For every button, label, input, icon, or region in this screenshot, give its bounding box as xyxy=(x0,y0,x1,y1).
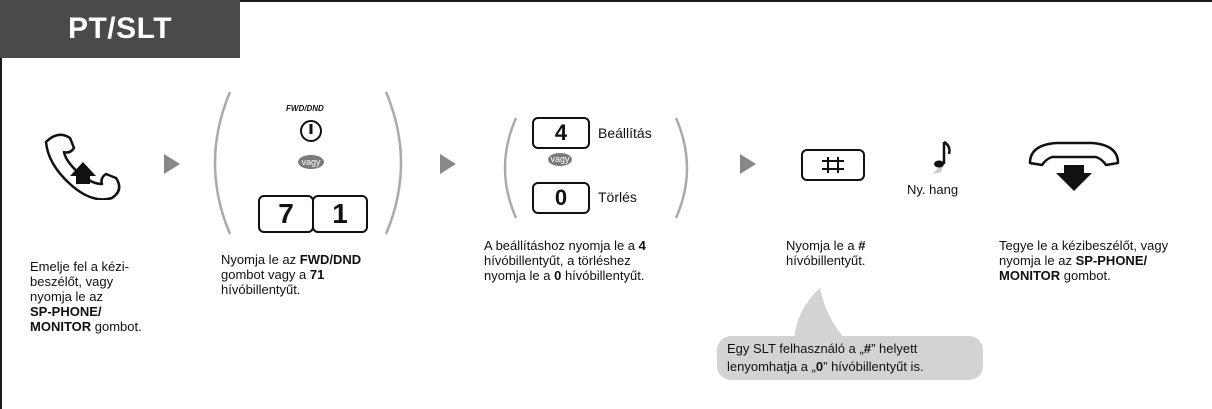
callout-bubble xyxy=(717,336,983,380)
off-hook-handset-icon xyxy=(44,133,121,200)
music-note-icon xyxy=(933,140,951,174)
header-tab: PT/SLT xyxy=(0,0,240,58)
clear-label: Törlés xyxy=(598,189,637,205)
dial-key-7: 7 xyxy=(258,195,314,233)
dial-key-1: 1 xyxy=(312,195,368,233)
arrow-right-icon xyxy=(740,154,756,174)
callout-note: Egy SLT felhasználó a „#” helyett lenyom… xyxy=(727,341,924,374)
caption-on-hook: Tegye le a kézibeszélőt, vagy nyomja le … xyxy=(999,238,1169,283)
caption-hash: Nyomja le a # hívóbillentyűt. xyxy=(786,238,866,268)
fwd-dnd-button-label: FWD/DND xyxy=(286,104,324,113)
frame-top-border xyxy=(0,0,1212,2)
caption-set-clear: A beállításhoz nyomja le a 4 hívóbillent… xyxy=(484,238,646,283)
dial-key-4: 4 xyxy=(532,117,590,149)
caption-fwd-dnd: Nyomja le az FWD/DND gombot vagy a 71 hí… xyxy=(221,252,362,297)
callout-pointer xyxy=(794,288,846,340)
fwd-dnd-bracket-group xyxy=(213,91,403,235)
on-hook-handset-icon xyxy=(1028,141,1120,191)
fwd-dnd-button-icon xyxy=(300,120,322,142)
or-badge: vagy xyxy=(548,153,572,166)
set-label: Beállítás xyxy=(598,125,652,141)
set-clear-bracket-group xyxy=(503,117,689,219)
dial-key-hash xyxy=(801,149,865,181)
caption-off-hook: Emelje fel a kézi- beszélőt, vagy nyomja… xyxy=(30,259,142,334)
dial-key-0: 0 xyxy=(532,182,590,214)
or-badge: vagy xyxy=(298,155,324,169)
header-title: PT/SLT xyxy=(67,12,173,45)
hash-key-icon xyxy=(822,157,844,173)
frame-left-border xyxy=(0,0,2,409)
tone-label: Ny. hang xyxy=(907,182,959,197)
arrow-right-icon xyxy=(440,154,456,174)
arrow-right-icon xyxy=(164,154,180,174)
